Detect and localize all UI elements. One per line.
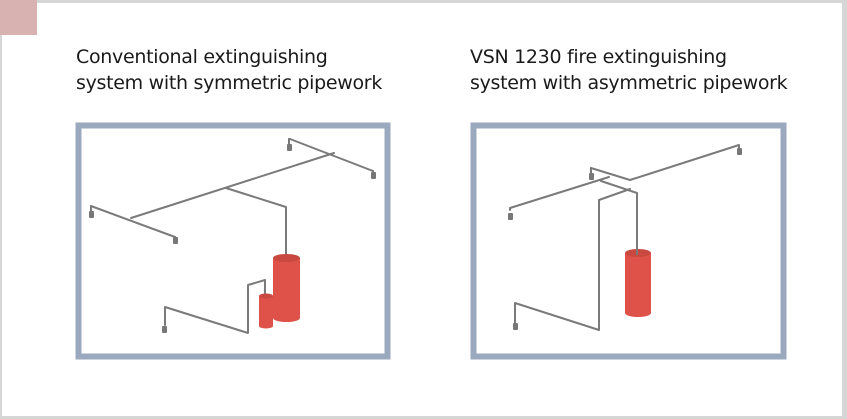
room-outline-right	[470, 122, 787, 360]
nozzle-icon	[508, 213, 513, 220]
pipe-branch-left	[90, 205, 176, 238]
caption-vsn1230-line1: VSN 1230 fire extinguishing	[470, 46, 727, 68]
caption-conventional-line2: system with symmetric pipework	[76, 72, 383, 94]
page-frame-right	[842, 0, 847, 419]
page-frame-bottom	[0, 416, 847, 419]
nozzle-icon	[513, 323, 518, 330]
nozzle-icon	[162, 326, 167, 333]
pipe-main-trunk-left	[130, 152, 335, 219]
page-frame-top	[0, 0, 847, 3]
pipe-branch-top-right	[288, 138, 374, 172]
caption-conventional: Conventional extinguishing system with s…	[76, 44, 382, 96]
pipe-loop-right	[600, 180, 638, 251]
nozzle-icon	[173, 237, 178, 244]
pipe-supply-left	[225, 187, 287, 259]
nozzle-icon	[589, 173, 594, 180]
nozzle-icon	[89, 211, 94, 218]
nozzle-icon	[737, 148, 742, 155]
cylinder-small-left	[259, 293, 273, 329]
nozzle-icon	[371, 172, 376, 179]
corner-tab	[0, 0, 37, 35]
cylinder-large-left	[273, 254, 300, 322]
pipe-main-diagonal-right	[509, 176, 610, 211]
caption-vsn1230: VSN 1230 fire extinguishing system with …	[470, 44, 788, 96]
diagram-asymmetric	[470, 122, 787, 360]
pipe-branch-upper-right	[590, 144, 740, 181]
diagram-symmetric	[75, 122, 391, 360]
page-frame-left	[0, 0, 2, 419]
pipe-lower-circuit	[164, 279, 266, 334]
nozzle-icon	[287, 144, 292, 151]
room-outline-left	[75, 122, 391, 360]
caption-vsn1230-line2: system with asymmetric pipework	[470, 72, 788, 94]
caption-conventional-line1: Conventional extinguishing	[76, 46, 328, 68]
cylinder-vsn1230	[625, 240, 651, 317]
pipe-return-right	[514, 188, 631, 331]
